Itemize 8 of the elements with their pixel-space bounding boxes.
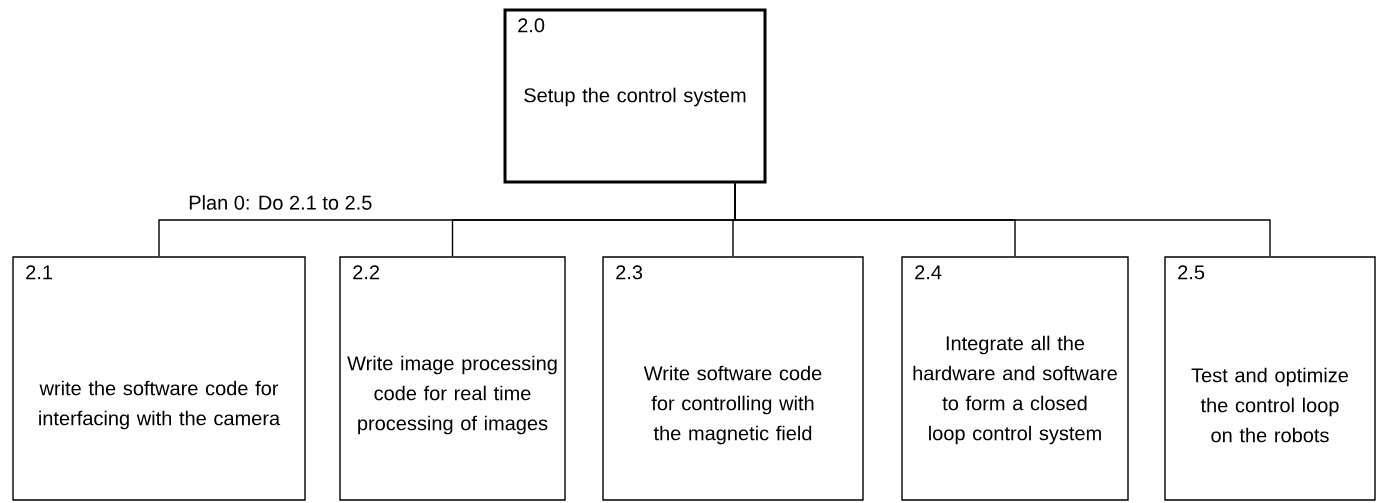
- task-box: 2.4 Integrate all the hardware and software to form a closed loop control system: [901, 256, 1129, 501]
- task-box: 2.2 Write image processing code for real time processing of images: [339, 256, 566, 501]
- task-box: 2.5 Test and optimize the control loop on the robots: [1164, 256, 1376, 501]
- task-box: 2.1 write the software code for interfacing with the camera: [12, 256, 306, 501]
- connector-line: [734, 182, 1271, 257]
- task-box: 2.3 Write software code for controlling with the magnetic field: [602, 256, 864, 501]
- task-box: 2.0 Setup the control system: [503, 8, 767, 184]
- plan-label: Plan 0: Do 2.1 to 2.5: [189, 195, 372, 210]
